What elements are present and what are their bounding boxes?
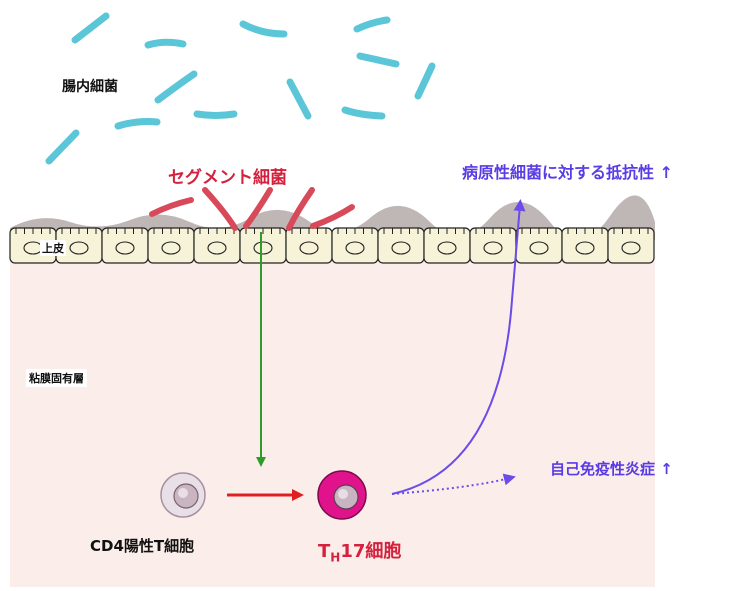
segmented-bacterium bbox=[310, 204, 355, 229]
autoimmune-arrow bbox=[391, 473, 516, 495]
segmented-bacterium bbox=[243, 187, 273, 229]
bacterium bbox=[341, 106, 386, 120]
bacterium bbox=[286, 78, 312, 120]
epithelial-cell bbox=[147, 227, 195, 264]
cell-nucleus bbox=[253, 241, 273, 255]
segmented-bacterium bbox=[202, 187, 238, 231]
segmented-bacteria-group bbox=[149, 187, 355, 231]
th17-suffix: 17細胞 bbox=[340, 541, 402, 562]
epithelial-cell bbox=[469, 227, 517, 264]
bacterium bbox=[154, 70, 198, 104]
bacterium bbox=[356, 52, 400, 68]
th17-subscript: H bbox=[330, 550, 341, 565]
gut-bacteria-group bbox=[45, 12, 436, 165]
epithelial-cell bbox=[193, 227, 241, 264]
bacterium bbox=[239, 20, 288, 38]
segmented-bacteria-label: セグメント細菌 bbox=[168, 168, 287, 188]
cell-nucleus bbox=[161, 241, 181, 255]
gut-bacteria-label: 腸内細菌 bbox=[62, 79, 118, 95]
epithelial-cell bbox=[561, 227, 609, 264]
cell-nucleus bbox=[345, 241, 365, 255]
cell-nucleus bbox=[483, 241, 503, 255]
resistance-arrow bbox=[391, 199, 526, 495]
cd4-cell-label: CD4陽性T細胞 bbox=[90, 537, 195, 555]
epithelial-cell bbox=[377, 227, 425, 264]
segmented-bacterium bbox=[149, 197, 194, 217]
lamina-propria-region bbox=[10, 262, 655, 587]
epithelial-cell bbox=[515, 227, 563, 264]
cell-nucleus bbox=[621, 241, 641, 255]
cell-nucleus bbox=[115, 241, 135, 255]
epithelial-cell bbox=[239, 227, 287, 264]
epithelial-cell bbox=[331, 227, 379, 264]
cell-nucleus bbox=[575, 241, 595, 255]
epithelial-cell bbox=[423, 227, 471, 264]
bacterium bbox=[353, 16, 391, 33]
epithelium-label: 上皮 bbox=[40, 240, 66, 256]
epithelium-layer bbox=[9, 227, 655, 264]
epithelial-cell bbox=[101, 227, 149, 264]
autoimmune-label: 自己免疫性炎症 ↑ bbox=[550, 460, 673, 478]
th17-prefix: T bbox=[318, 541, 331, 562]
bacterium bbox=[71, 12, 110, 44]
cell-nucleus bbox=[391, 241, 411, 255]
pathogen-resistance-label: 病原性細菌に対する抵抗性 ↑ bbox=[462, 163, 673, 182]
lamina-propria-label: 粘膜固有層 bbox=[26, 369, 87, 387]
bacterium bbox=[45, 129, 80, 165]
bacterium bbox=[144, 38, 187, 49]
epithelial-cell bbox=[285, 227, 333, 264]
epithelial-cell bbox=[607, 227, 655, 264]
segmented-bacterium bbox=[286, 187, 315, 231]
bacterium bbox=[193, 110, 238, 119]
cell-nucleus bbox=[437, 241, 457, 255]
th17-cell-label: TH17細胞 bbox=[318, 537, 401, 565]
bacterium bbox=[114, 118, 161, 130]
cell-nucleus bbox=[207, 241, 227, 255]
cell-nucleus bbox=[299, 241, 319, 255]
th17-cell bbox=[317, 470, 367, 520]
cell-nucleus bbox=[529, 241, 549, 255]
cell-nucleus bbox=[69, 241, 89, 255]
cd4-t-cell bbox=[160, 472, 206, 518]
bacterium bbox=[414, 62, 436, 100]
